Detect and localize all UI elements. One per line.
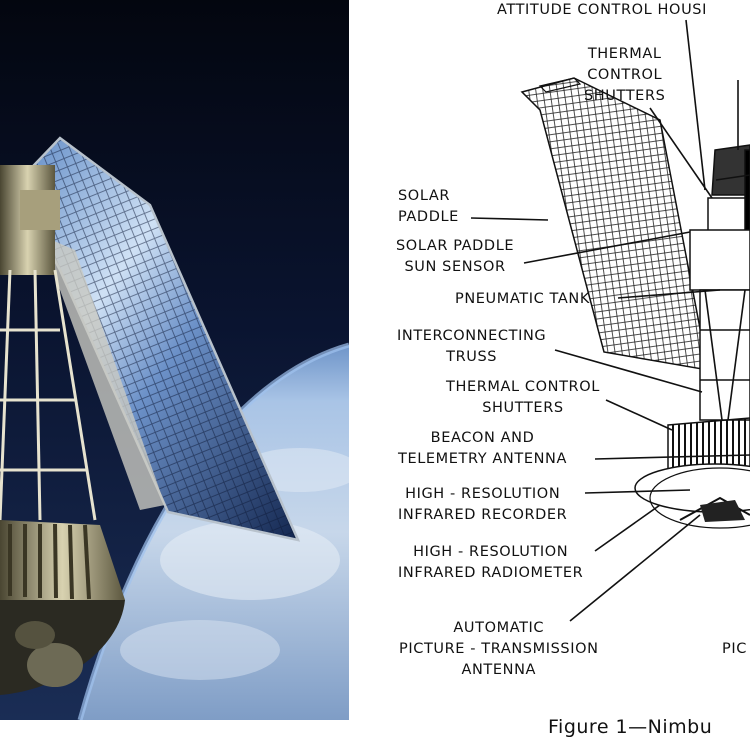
label-interconnecting-truss: INTERCONNECTING TRUSS <box>397 328 547 365</box>
label-pneumatic-tank: PNEUMATIC TANK <box>455 291 590 307</box>
label-attitude-control-housing: ATTITUDE CONTROL HOUSI <box>497 2 707 18</box>
label-apt-antenna: AUTOMATIC PICTURE - TRANSMISSION ANTENNA <box>399 620 599 678</box>
label-solar-paddle-sun-sensor: SOLAR PADDLE SUN SENSOR <box>396 238 515 275</box>
figure-caption: Figure 1—Nimbu <box>548 716 713 738</box>
label-thermal-control-shutters-top: THERMAL CONTROL SHUTTERS <box>584 46 666 104</box>
label-pic-partial: PIC <box>722 641 747 657</box>
label-thermal-control-shutters-mid: THERMAL CONTROL SHUTTERS <box>446 379 600 416</box>
label-hr-infrared-radiometer: HIGH - RESOLUTION INFRARED RADIOMETER <box>398 544 584 581</box>
label-hr-infrared-recorder: HIGH - RESOLUTION INFRARED RECORDER <box>398 486 568 523</box>
label-beacon-telemetry-antenna: BEACON AND TELEMETRY ANTENNA <box>398 430 567 467</box>
label-solar-paddle: SOLAR PADDLE <box>398 188 459 225</box>
satellite-photo <box>0 0 349 720</box>
drawn-solar-paddle <box>520 77 709 371</box>
